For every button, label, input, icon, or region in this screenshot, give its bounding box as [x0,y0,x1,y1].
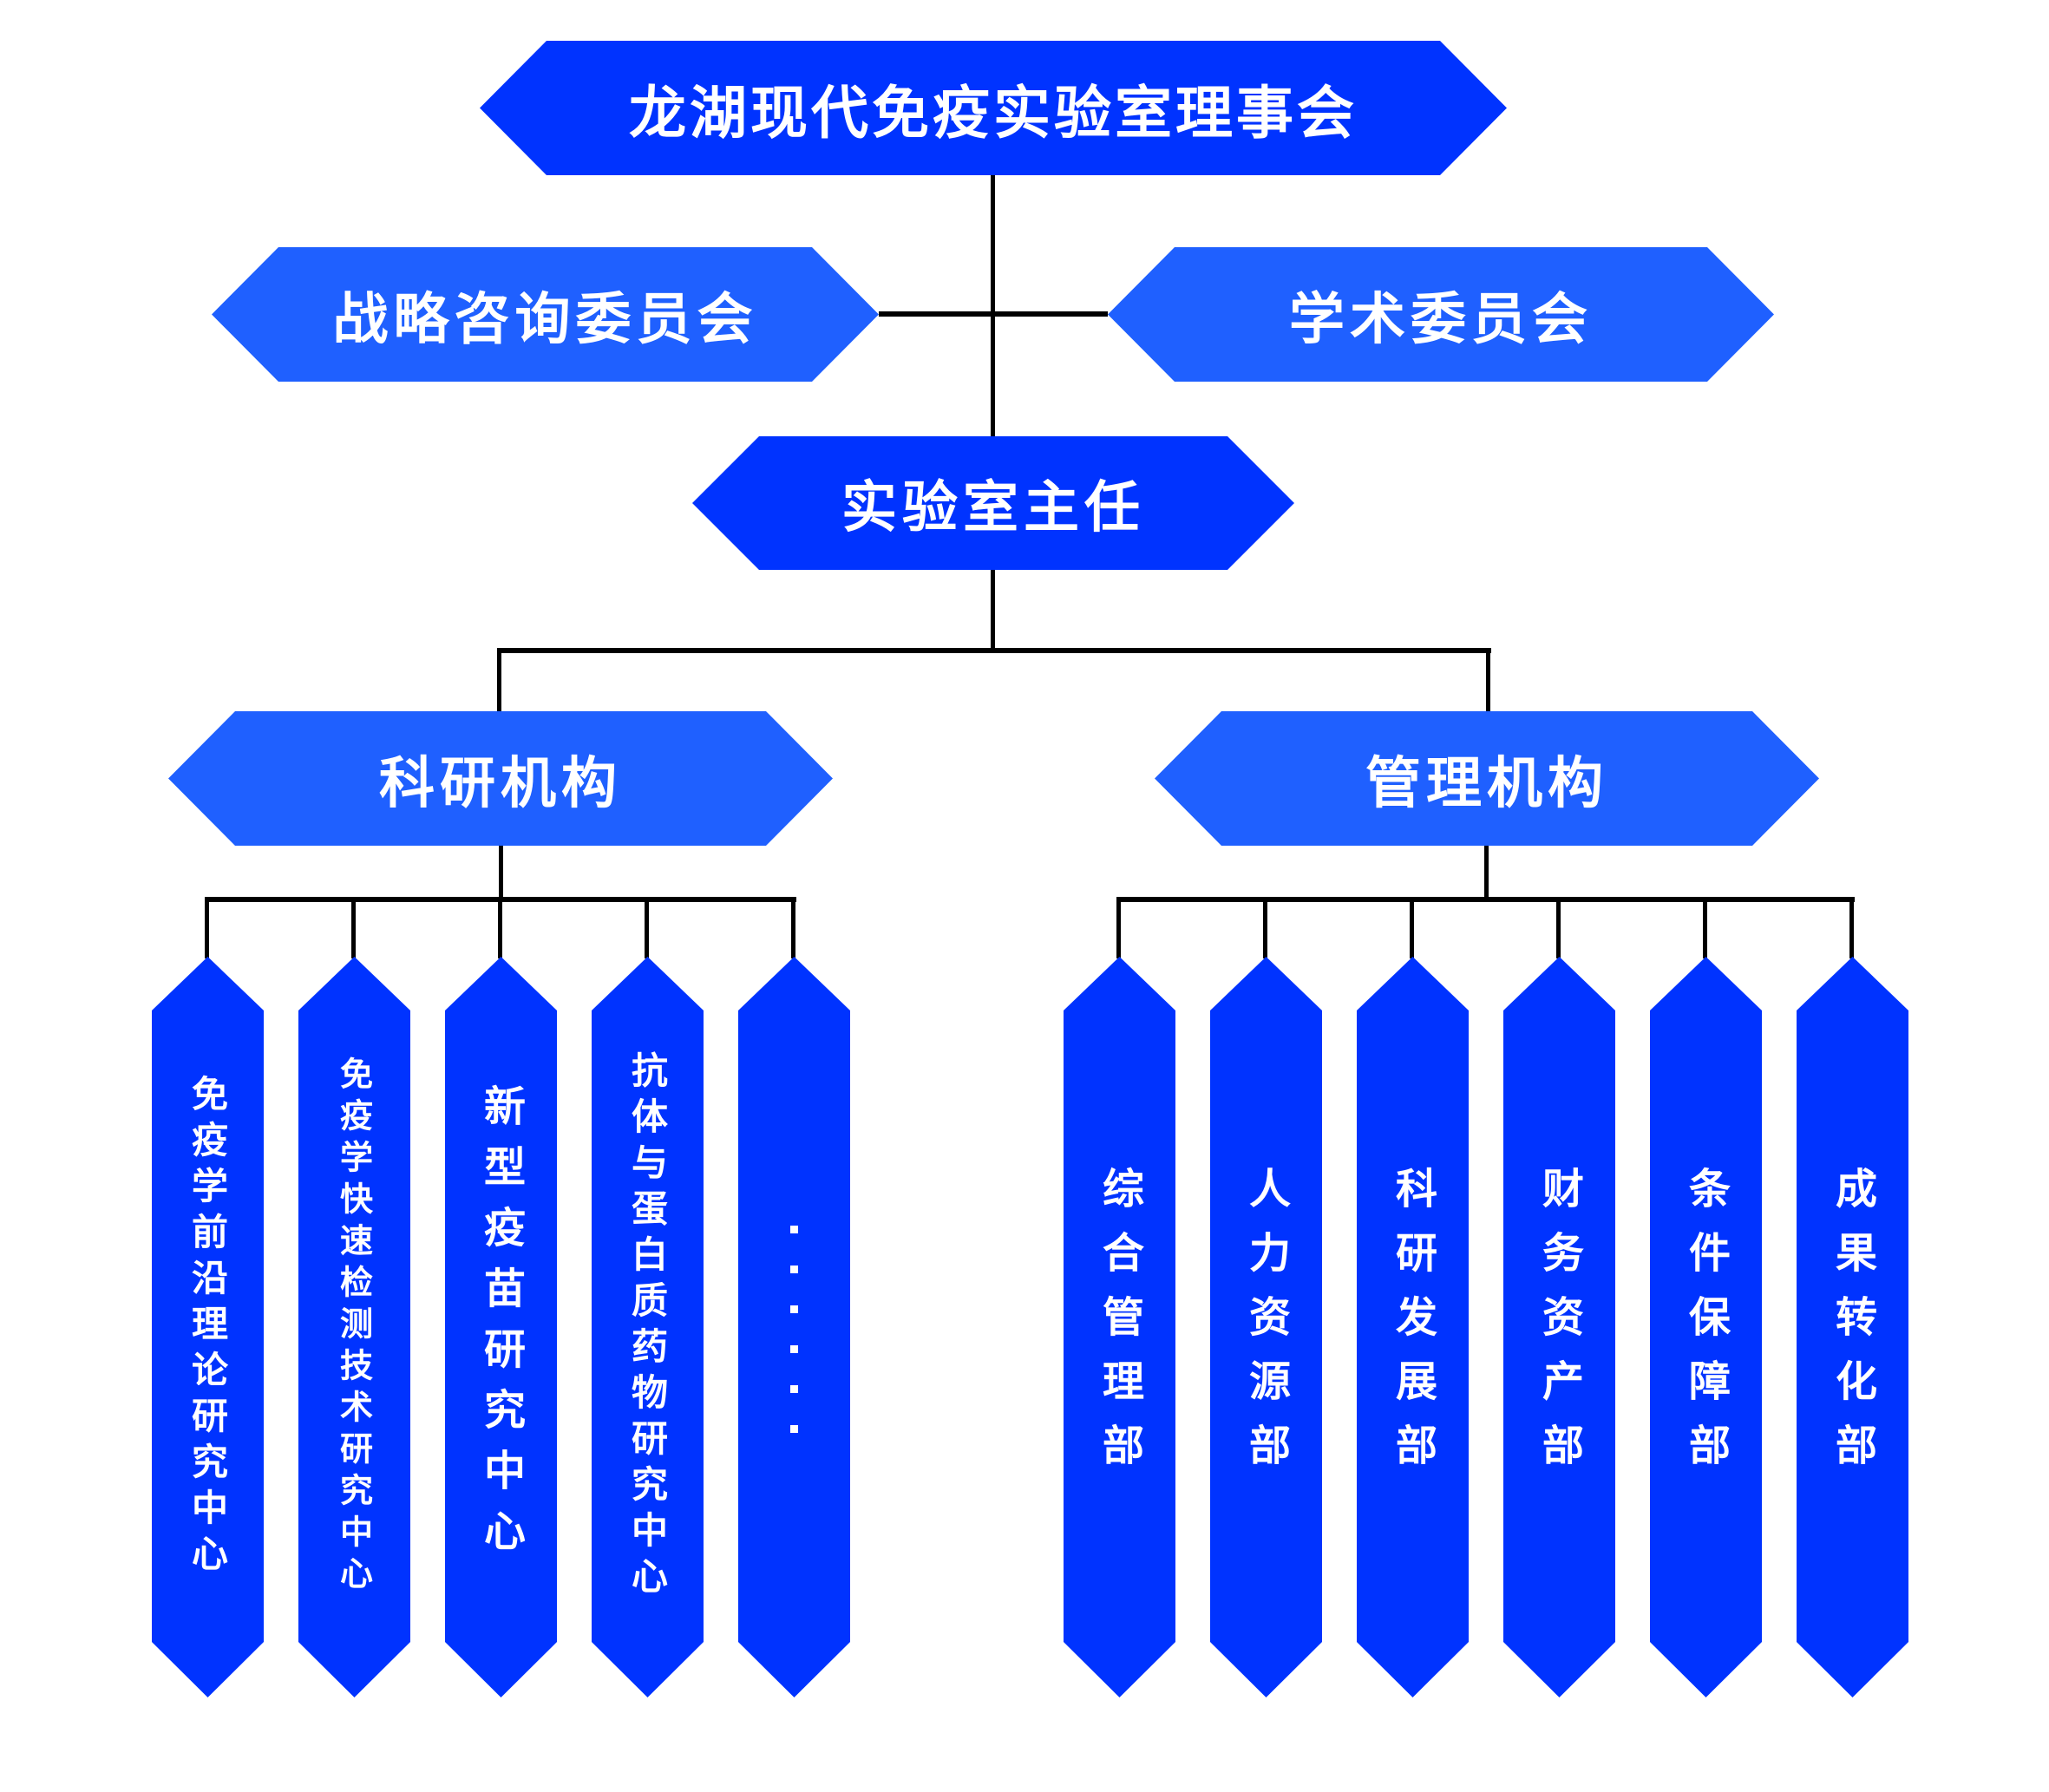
management-division-label: 管理机构 [1365,751,1608,816]
academic-committee-node[interactable]: 学术委员会 [1108,247,1774,382]
management-division-node[interactable]: 管理机构 [1155,711,1819,846]
research-unit-label: 新型疫苗研究中心 [476,1084,525,1570]
column-shape [1356,957,1469,1697]
research-unit-more[interactable] [737,957,850,1697]
research-unit-4[interactable]: 抗体与蛋白质药物研究中心 [591,957,704,1697]
management-unit-3[interactable]: 科研发展部 [1356,957,1469,1697]
management-unit-label: 条件保障部 [1681,1167,1730,1488]
strategy-committee-node[interactable]: 战略咨询委员会 [212,247,879,382]
connector-unit-drop [205,899,209,958]
connector-unit-drop [645,899,649,958]
connector-branch-research [497,648,501,711]
ellipsis-dot [789,1226,798,1233]
column-shape [1796,957,1908,1697]
hexagon-shape [480,41,1507,175]
column-shape [1063,957,1175,1697]
connector-board-director [991,175,995,436]
research-unit-label: 抗体与蛋白质药物研究中心 [625,1051,669,1603]
ellipsis-dot [789,1385,798,1393]
management-unit-6[interactable]: 成果转化部 [1796,957,1908,1697]
research-unit-2[interactable]: 免疫学快速检测技术研究中心 [298,957,410,1697]
director-node[interactable]: 实验室主任 [692,436,1294,570]
hexagon-shape [212,247,879,382]
management-unit-5[interactable]: 条件保障部 [1649,957,1762,1697]
management-unit-label: 综合管理部 [1095,1167,1143,1488]
management-unit-4[interactable]: 财务资产部 [1502,957,1615,1697]
connector-unit-drop [1556,899,1561,958]
column-shape [737,957,850,1697]
column-shape [151,957,264,1697]
connector-unit-drop [1116,899,1121,958]
director-label: 实验室主任 [841,476,1145,540]
connector-director-branch [497,648,1491,653]
hexagon-shape [692,436,1294,570]
connector-unit-drop [1263,899,1267,958]
column-shape [1649,957,1762,1697]
ellipsis-dot [789,1266,798,1273]
connector-branch-management [1486,648,1490,711]
connector-unit-drop [1849,899,1854,958]
board-label: 龙湖现代免疫实验室理事会 [629,79,1358,147]
connector-unit-drop [1410,899,1414,958]
column-shape [298,957,410,1697]
management-unit-label: 成果转化部 [1828,1167,1876,1488]
hexagon-shape [1155,711,1819,846]
research-unit-1[interactable]: 免疫学前沿理论研究中心 [151,957,264,1697]
connector-committees [879,311,1108,317]
connector-research-down [499,846,503,899]
management-unit-label: 人力资源部 [1241,1167,1290,1488]
ellipsis-dot [789,1425,798,1433]
research-unit-label: 免疫学快速检测技术研究中心 [334,1056,374,1598]
connector-unit-drop [498,899,502,958]
research-unit-3[interactable]: 新型疫苗研究中心 [444,957,557,1697]
connector-management-branch [1116,897,1855,902]
research-unit-label: 免疫学前沿理论研究中心 [186,1074,229,1580]
management-unit-2[interactable]: 人力资源部 [1209,957,1322,1697]
column-shape [591,957,704,1697]
column-shape [1209,957,1322,1697]
connector-unit-drop [791,899,795,958]
column-shape [444,957,557,1697]
research-division-node[interactable]: 科研机构 [168,711,833,846]
hexagon-shape [168,711,833,846]
strategy-committee-label: 战略咨询委员会 [332,287,758,352]
board-node[interactable]: 龙湖现代免疫实验室理事会 [480,41,1507,175]
column-shape [1502,957,1615,1697]
management-unit-label: 科研发展部 [1388,1167,1437,1488]
academic-committee-label: 学术委员会 [1289,287,1593,352]
ellipsis-dot [789,1345,798,1353]
connector-unit-drop [351,899,356,958]
ellipsis-dots [738,957,850,1697]
hexagon-shape [1108,247,1774,382]
ellipsis-dot [789,1305,798,1313]
connector-management-down [1484,846,1489,899]
connector-director-down [991,570,995,652]
connector-unit-drop [1703,899,1707,958]
management-unit-1[interactable]: 综合管理部 [1063,957,1175,1697]
management-unit-label: 财务资产部 [1535,1167,1583,1488]
research-division-label: 科研机构 [379,751,622,816]
